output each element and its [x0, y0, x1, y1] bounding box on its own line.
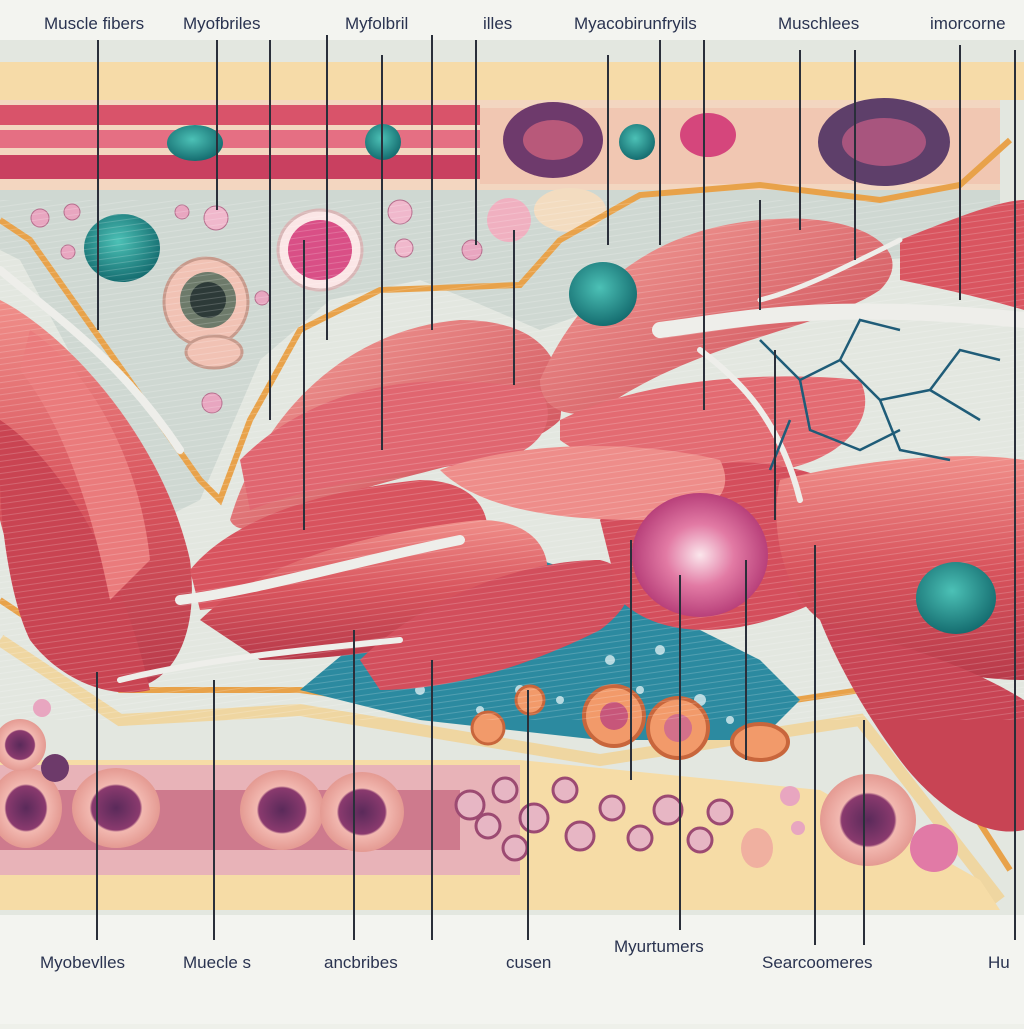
- label-hu: Hu: [988, 953, 1010, 972]
- striation-overlay: [0, 200, 1024, 720]
- label-illes: illes: [483, 14, 513, 33]
- label-searcoomeres: Searcoomeres: [762, 953, 873, 972]
- label-myurtumers: Myurtumers: [614, 937, 704, 956]
- leader-lines: [96, 35, 1016, 945]
- label-myfolbril: Myfolbril: [345, 14, 409, 33]
- label-myacobirunfryils: Myacobirunfryils: [574, 14, 697, 33]
- label-myofbriles: Myofbriles: [183, 14, 261, 33]
- label-muscle-fibers: Muscle fibers: [44, 14, 145, 33]
- label-muecle-s: Muecle s: [183, 953, 252, 972]
- label-myobevlles: Myobevlles: [40, 953, 126, 972]
- label-cusen: cusen: [506, 953, 552, 972]
- top-fascia-band: [0, 62, 1024, 100]
- label-muschlees: Muschlees: [778, 14, 860, 33]
- label-ancbribes: ancbribes: [324, 953, 398, 972]
- top-nuclei: [167, 98, 950, 186]
- bottom-cell-band: [0, 699, 1000, 910]
- tendon-strands: [0, 237, 1024, 683]
- muscle-nuclei: [569, 262, 996, 634]
- vessel-network: [759, 318, 1001, 471]
- label-footer-area: [0, 915, 1024, 1024]
- label-imorcorne: imorcorne: [930, 14, 1006, 33]
- label-header-area: [0, 0, 1024, 40]
